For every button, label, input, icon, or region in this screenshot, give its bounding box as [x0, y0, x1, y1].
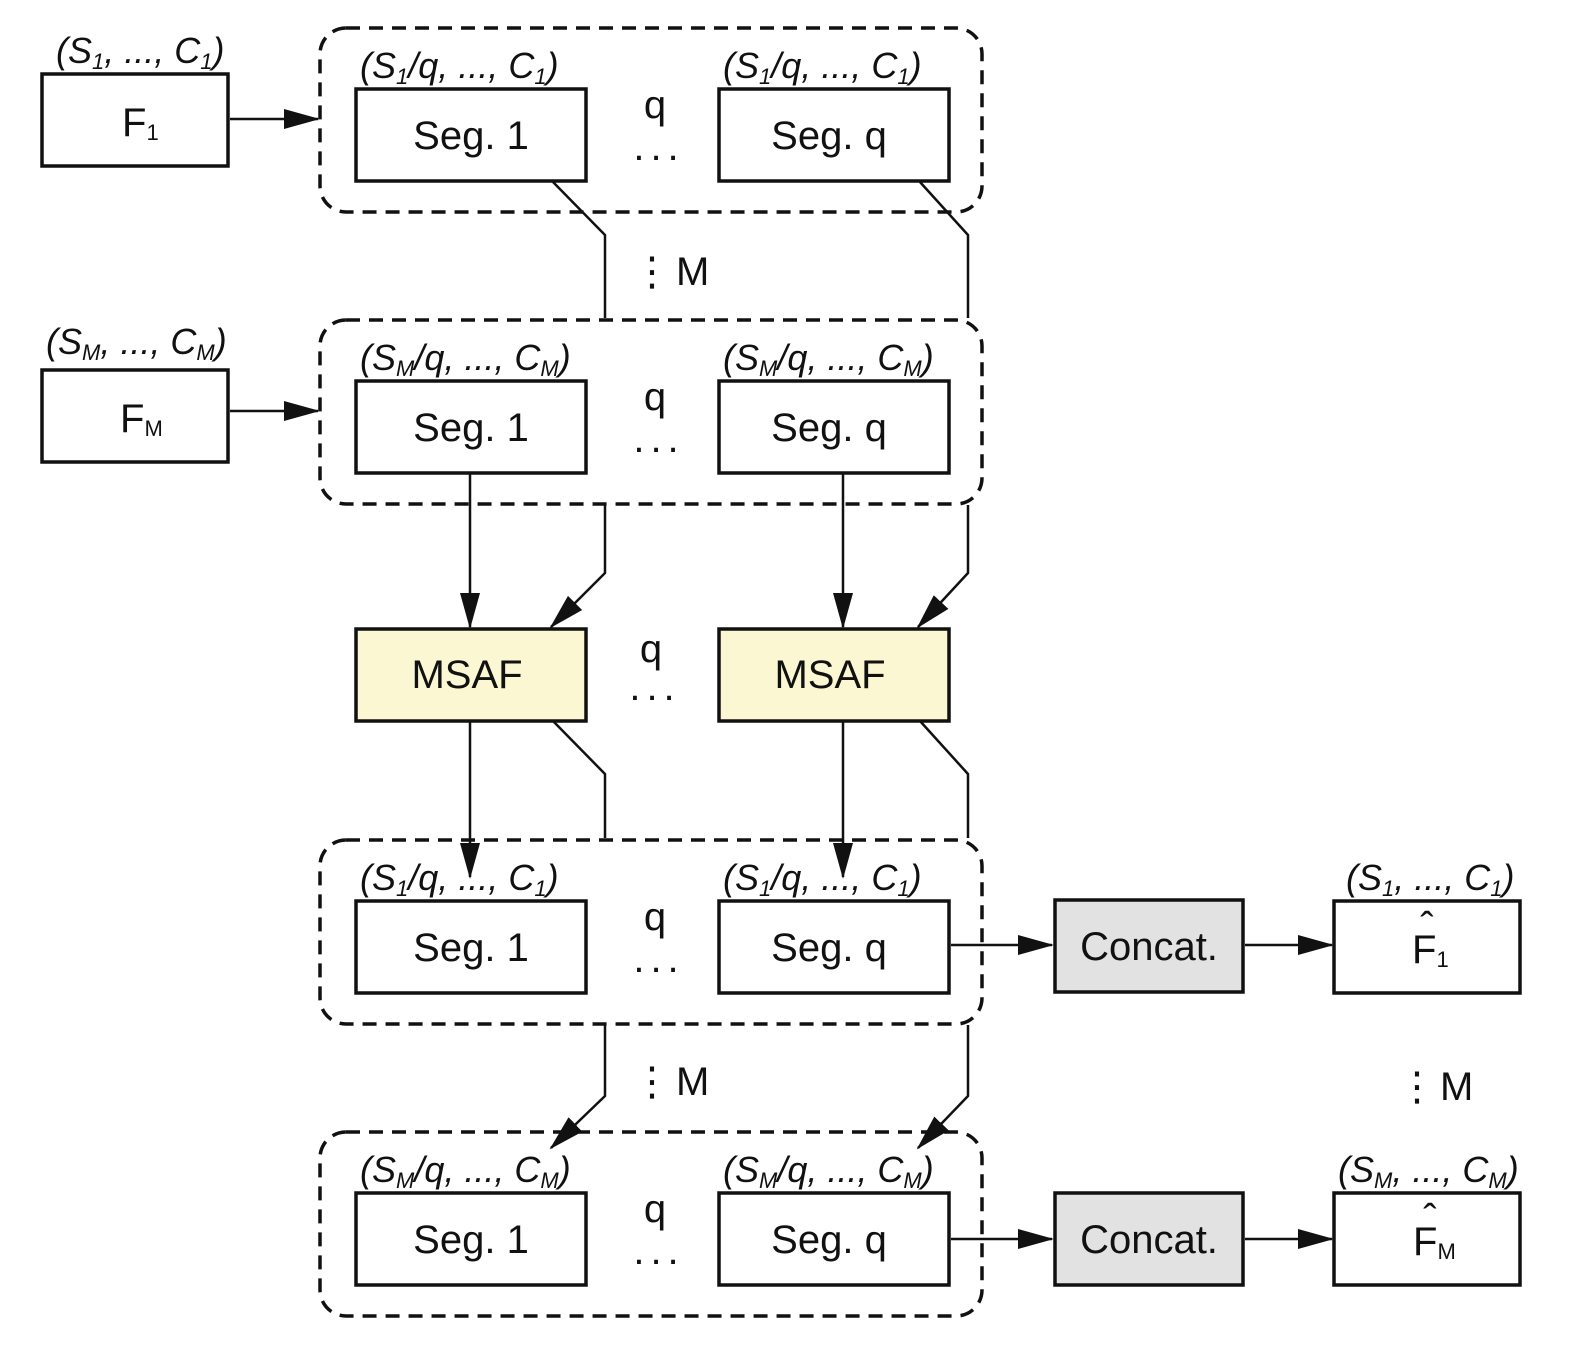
- repeat-dots: ...: [633, 1229, 684, 1273]
- segment-label: Seg. 1: [413, 1218, 529, 1262]
- msaf-label: MSAF: [411, 653, 522, 697]
- repeat-dots: ...: [629, 665, 680, 709]
- repeat-vdots: ⋮: [632, 250, 672, 294]
- seg-dim: (S1/q, ..., C1): [723, 45, 922, 89]
- segment-label: Seg. q: [771, 114, 887, 158]
- seg-dim: (SM/q, ..., CM): [360, 1149, 571, 1193]
- input-feature-1: [40, 72, 230, 168]
- connections: [230, 109, 1334, 1249]
- seg-dim: (SM/q, ..., CM): [360, 337, 571, 381]
- repeat-M-label: M: [1440, 1065, 1473, 1109]
- repeat-dots: ...: [633, 937, 684, 981]
- concat-block: [1053, 898, 1245, 994]
- input-feature-1-label: F1: [122, 101, 159, 145]
- concat-label: Concat.: [1080, 1218, 1218, 1262]
- repeat-q-label: q: [644, 895, 666, 939]
- repeat-M-label: M: [676, 250, 709, 294]
- segment-label: Seg. q: [771, 406, 887, 450]
- segment-box: [354, 899, 588, 995]
- segment-label: Seg. 1: [413, 926, 529, 970]
- segment-box: [717, 379, 951, 475]
- output-feature-1-label: F1: [1412, 928, 1449, 972]
- input-group-1: [318, 26, 984, 214]
- segment-box: [354, 87, 588, 183]
- input-feature-M: [40, 368, 230, 464]
- seg-dim: (SM/q, ..., CM): [723, 337, 934, 381]
- repeat-vdots: ⋮: [1397, 1065, 1437, 1109]
- input-group-M: [318, 318, 984, 506]
- seg-dim: (SM/q, ..., CM): [723, 1149, 934, 1193]
- output-hat-1: ˆ: [1420, 905, 1433, 949]
- segment-box: [717, 1191, 951, 1287]
- segment-label: Seg. q: [771, 1218, 887, 1262]
- segment-label: Seg. q: [771, 926, 887, 970]
- segment-box: [354, 379, 588, 475]
- repeat-q-label: q: [640, 627, 662, 671]
- segment-box: [717, 899, 951, 995]
- input-dim-M: (SM, ..., CM): [46, 321, 227, 365]
- seg-dim: (S1/q, ..., C1): [723, 857, 922, 901]
- segment-label: Seg. 1: [413, 114, 529, 158]
- concat-block: [1053, 1191, 1245, 1287]
- output-feature-M: [1332, 1191, 1522, 1287]
- repeat-dots: ...: [633, 125, 684, 169]
- output-hat-M: ˆ: [1423, 1197, 1436, 1241]
- msaf-block: [717, 627, 951, 723]
- output-feature-M-label: FM: [1413, 1220, 1456, 1264]
- repeat-M-label: M: [676, 1060, 709, 1104]
- input-feature-M-label: FM: [120, 397, 163, 441]
- output-group-M: [318, 1130, 984, 1318]
- concat-label: Concat.: [1080, 925, 1218, 969]
- msaf-label: MSAF: [774, 653, 885, 697]
- repeat-dots: ...: [633, 417, 684, 461]
- input-dim-1: (S1, ..., C1): [56, 30, 225, 74]
- repeat-q-label: q: [644, 375, 666, 419]
- output-group-1: [318, 838, 984, 1026]
- msaf-block: [354, 627, 588, 723]
- repeat-q-label: q: [644, 1187, 666, 1231]
- repeat-vdots: ⋮: [632, 1060, 672, 1104]
- output-dim-1: (S1, ..., C1): [1346, 857, 1515, 901]
- segment-box: [354, 1191, 588, 1287]
- segment-label: Seg. 1: [413, 406, 529, 450]
- seg-dim: (S1/q, ..., C1): [360, 45, 559, 89]
- seg-dim: (S1/q, ..., C1): [360, 857, 559, 901]
- output-feature-1: [1332, 899, 1522, 995]
- output-dim-M: (SM, ..., CM): [1338, 1149, 1519, 1193]
- repeat-q-label: q: [644, 83, 666, 127]
- segment-box: [717, 87, 951, 183]
